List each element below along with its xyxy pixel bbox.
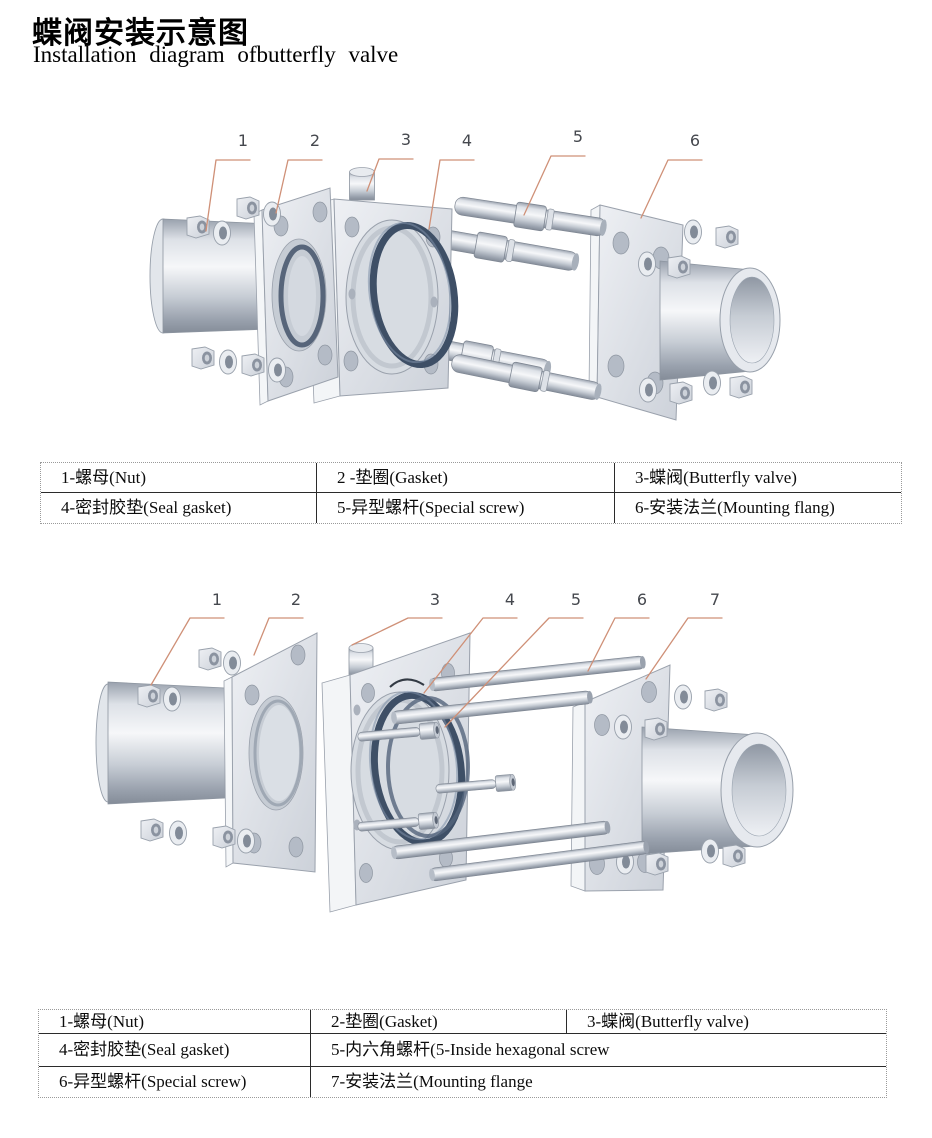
- part-label-cell: 2 -垫圈(Gasket): [317, 463, 615, 493]
- callout-2: 2: [310, 131, 320, 150]
- part-label-cell: 6-异型螺杆(Special screw): [39, 1067, 311, 1097]
- part-label-cell: 4-密封胶垫(Seal gasket): [41, 493, 317, 523]
- pipe-left: [95, 681, 226, 805]
- part-label-cell: 4-密封胶垫(Seal gasket): [39, 1034, 311, 1067]
- callout-1: 1: [212, 590, 222, 609]
- callout-numbers: 1 2 3 4 5 6: [238, 127, 700, 150]
- table-row: 6-异型螺杆(Special screw) 7-安装法兰(Mounting fl…: [39, 1067, 886, 1097]
- table-row: 4-密封胶垫(Seal gasket) 5-内六角螺杆(5-Inside hex…: [39, 1034, 886, 1067]
- part-label-cell: 3-蝶阀(Butterfly valve): [615, 463, 901, 493]
- callout-leaders: [150, 617, 723, 728]
- callout-6: 6: [637, 590, 647, 609]
- callout-3: 3: [430, 590, 440, 609]
- callout-numbers: 1 2 3 4 5 6 7: [212, 590, 720, 609]
- diagram-exploded-view-1: 1 2 3 4 5 6: [0, 115, 932, 460]
- callout-leaders: [205, 155, 703, 232]
- callout-5: 5: [571, 590, 581, 609]
- inside-hexagonal-screws: [357, 721, 517, 832]
- callout-6: 6: [690, 131, 700, 150]
- callout-5: 5: [573, 127, 583, 146]
- gasket-plate: [223, 632, 318, 873]
- parts-table-2: 1-螺母(Nut) 2-垫圈(Gasket) 3-蝶阀(Butterfly va…: [38, 1009, 887, 1098]
- page-title-en: Installation diagram ofbutterfly valve: [33, 42, 399, 67]
- butterfly-valve-diagram-1: 1 2 3 4 5 6: [149, 127, 781, 421]
- part-label-cell: 5-内六角螺杆(5-Inside hexagonal screw: [311, 1034, 886, 1067]
- butterfly-valve-diagram-2: 1 2 3 4 5 6 7: [95, 590, 794, 913]
- table-row: 4-密封胶垫(Seal gasket) 5-异型螺杆(Special screw…: [41, 493, 901, 523]
- part-label-cell: 3-蝶阀(Butterfly valve): [567, 1010, 886, 1034]
- part-label-cell: 1-螺母(Nut): [41, 463, 317, 493]
- callout-1: 1: [238, 131, 248, 150]
- callout-4: 4: [505, 590, 515, 609]
- pipe-left: [149, 218, 273, 334]
- callout-7: 7: [710, 590, 720, 609]
- callout-4: 4: [462, 131, 472, 150]
- callout-3: 3: [401, 130, 411, 149]
- diagram-exploded-view-2: 1 2 3 4 5 6 7: [0, 575, 932, 975]
- parts-table-1: 1-螺母(Nut) 2 -垫圈(Gasket) 3-蝶阀(Butterfly v…: [40, 462, 902, 524]
- table-row: 1-螺母(Nut) 2-垫圈(Gasket) 3-蝶阀(Butterfly va…: [39, 1010, 886, 1034]
- page-title-zh: 蝶阀安装示意图: [32, 17, 249, 50]
- mounting-flange-right: [588, 204, 781, 421]
- seal-gasket-ring: [367, 221, 459, 369]
- part-label-cell: 2-垫圈(Gasket): [311, 1010, 567, 1034]
- callout-2: 2: [291, 590, 301, 609]
- part-label-cell: 7-安装法兰(Mounting flange: [331, 1072, 533, 1092]
- part-label-cell: 5-异型螺杆(Special screw): [317, 493, 615, 523]
- part-label-cell: 1-螺母(Nut): [39, 1010, 311, 1034]
- part-label-cell: 6-安装法兰(Mounting flang): [635, 498, 835, 518]
- table-row: 1-螺母(Nut) 2 -垫圈(Gasket) 3-蝶阀(Butterfly v…: [41, 463, 901, 493]
